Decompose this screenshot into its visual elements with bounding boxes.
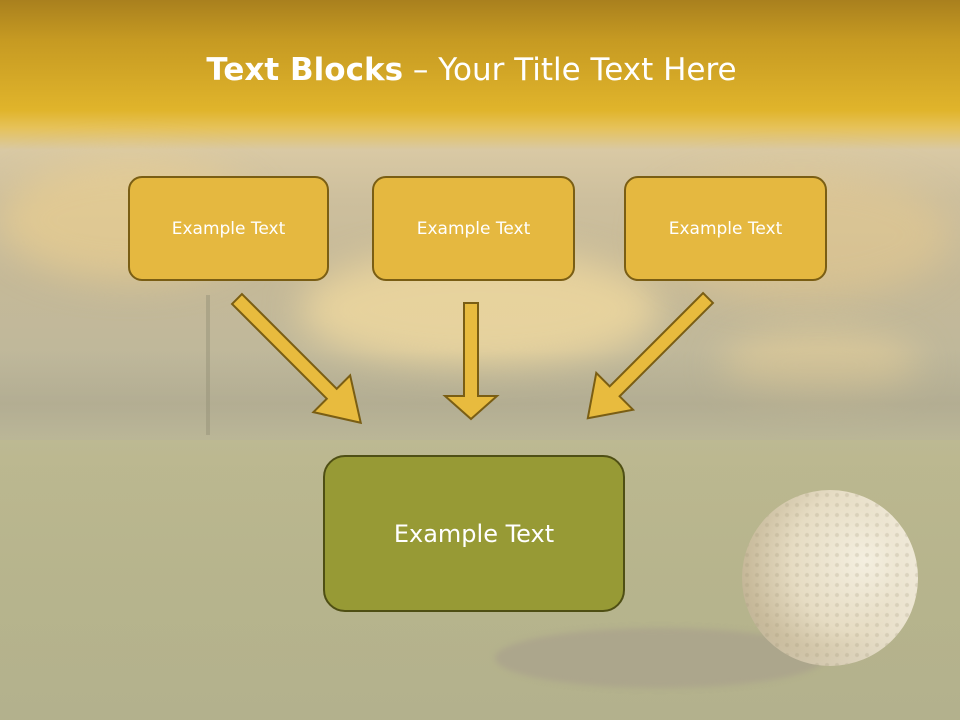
text-block-bottom-label: Example Text [393, 519, 555, 548]
golf-ball-image [742, 490, 918, 666]
text-block-left-label: Example Text [171, 218, 286, 239]
text-block-right-label: Example Text [668, 218, 783, 239]
title-main-part: Your Title Text Here [438, 52, 737, 88]
text-block-center[interactable]: Example Text [372, 176, 575, 281]
title-separator: – [403, 52, 439, 88]
text-block-left[interactable]: Example Text [128, 176, 329, 281]
flagpole [206, 295, 210, 435]
text-block-bottom[interactable]: Example Text [323, 455, 625, 612]
title-bold-part: Text Blocks [206, 52, 404, 88]
text-block-right[interactable]: Example Text [624, 176, 827, 281]
treeline [0, 350, 960, 440]
text-block-center-label: Example Text [416, 218, 531, 239]
golf-ball-dimples [742, 490, 918, 666]
slide-title[interactable]: Text Blocks – Your Title Text Here [0, 52, 943, 88]
